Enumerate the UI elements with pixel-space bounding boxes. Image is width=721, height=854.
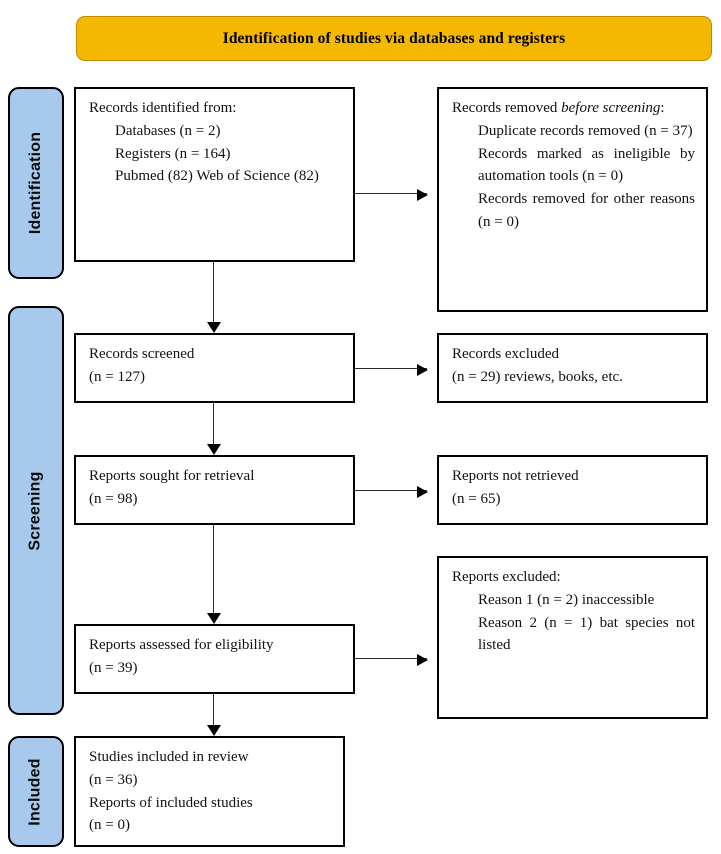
box-reports-assessed: Reports assessed for eligibility (n = 39… (74, 624, 355, 694)
reports-excluded-reason1: Reason 1 (n = 2) inaccessible (478, 591, 655, 608)
reports-sought-count: (n = 98) (89, 490, 138, 507)
box-records-screened-body: Records screened (n = 127) (89, 343, 342, 389)
studies-included-count: (n = 36) (89, 771, 138, 788)
studies-included-review: Studies included in review (89, 749, 249, 765)
reports-not-retrieved-heading: Reports not retrieved (452, 468, 579, 484)
box-reports-sought-body: Reports sought for retrieval (n = 98) (89, 465, 342, 511)
records-excluded-count: (n = 29) reviews, books, etc. (452, 368, 623, 385)
stage-label-identification-text: Identification (27, 131, 45, 235)
box-studies-included-body: Studies included in review (n = 36) Repo… (89, 746, 332, 837)
stage-label-included-text: Included (27, 757, 45, 826)
arrow-identified-to-removed (355, 188, 428, 201)
records-removed-automation: Records marked as ineligible by automati… (478, 145, 695, 185)
box-reports-not-retrieved-body: Reports not retrieved (n = 65) (452, 465, 695, 511)
reports-sought-heading: Reports sought for retrieval (89, 468, 255, 484)
records-excluded-heading: Records excluded (452, 346, 560, 362)
records-removed-duplicates: Duplicate records removed (n = 37) (478, 122, 693, 139)
records-removed-heading: Records removed before screening: (452, 97, 695, 120)
stage-label-identification: Identification (8, 87, 64, 279)
records-removed-heading-prefix: Records removed (452, 100, 562, 116)
studies-included-reports-count: (n = 0) (89, 817, 130, 834)
stage-label-screening: Screening (8, 306, 64, 715)
arrow-screened-to-excluded (355, 363, 428, 376)
box-records-screened: Records screened (n = 127) (74, 333, 355, 403)
reports-assessed-count: (n = 39) (89, 659, 138, 676)
arrow-assessed-to-excluded (355, 653, 428, 666)
records-identified-databases: Databases (n = 2) (115, 122, 221, 139)
box-records-identified: Records identified from: Databases (n = … (74, 87, 355, 262)
stage-label-included: Included (8, 736, 64, 847)
records-identified-heading: Records identified from: (89, 100, 237, 116)
reports-assessed-heading: Reports assessed for eligibility (89, 637, 274, 653)
studies-included-reports: Reports of included studies (89, 794, 253, 811)
records-removed-other: Records removed for other reasons (n = 0… (478, 191, 695, 230)
arrow-screened-to-sought (207, 403, 222, 455)
arrow-sought-to-assessed (207, 525, 222, 624)
diagram-title: Identification of studies via databases … (222, 29, 566, 47)
box-reports-assessed-body: Reports assessed for eligibility (n = 39… (89, 634, 342, 680)
box-studies-included: Studies included in review (n = 36) Repo… (74, 736, 345, 847)
records-screened-heading: Records screened (89, 346, 195, 362)
reports-excluded-reason2: Reason 2 (n = 1) bat species not listed (478, 614, 695, 654)
box-records-excluded-body: Records excluded (n = 29) reviews, books… (452, 343, 695, 389)
arrow-assessed-to-included (207, 694, 222, 736)
records-identified-registers: Registers (n = 164) (115, 145, 231, 162)
box-records-excluded: Records excluded (n = 29) reviews, books… (437, 333, 708, 403)
box-reports-excluded-body: Reports excluded: Reason 1 (n = 2) inacc… (452, 566, 695, 657)
arrow-identified-to-screened (207, 262, 222, 333)
box-reports-sought: Reports sought for retrieval (n = 98) (74, 455, 355, 525)
box-reports-not-retrieved: Reports not retrieved (n = 65) (437, 455, 708, 525)
records-removed-heading-suffix: : (660, 100, 665, 116)
records-removed-heading-italic: before screening (561, 100, 661, 116)
box-records-removed-body: Records removed before screening: Duplic… (452, 97, 695, 234)
arrow-sought-to-not-retrieved (355, 485, 428, 498)
box-reports-excluded: Reports excluded: Reason 1 (n = 2) inacc… (437, 556, 708, 719)
diagram-header-banner: Identification of studies via databases … (76, 16, 712, 61)
stage-label-screening-text: Screening (27, 470, 45, 551)
records-screened-count: (n = 127) (89, 368, 145, 385)
box-records-identified-body: Records identified from: Databases (n = … (89, 97, 342, 188)
reports-not-retrieved-count: (n = 65) (452, 490, 501, 507)
reports-excluded-heading: Reports excluded: (452, 569, 561, 585)
records-identified-sources: Pubmed (82) Web of Science (82) (115, 168, 319, 185)
box-records-removed: Records removed before screening: Duplic… (437, 87, 708, 312)
